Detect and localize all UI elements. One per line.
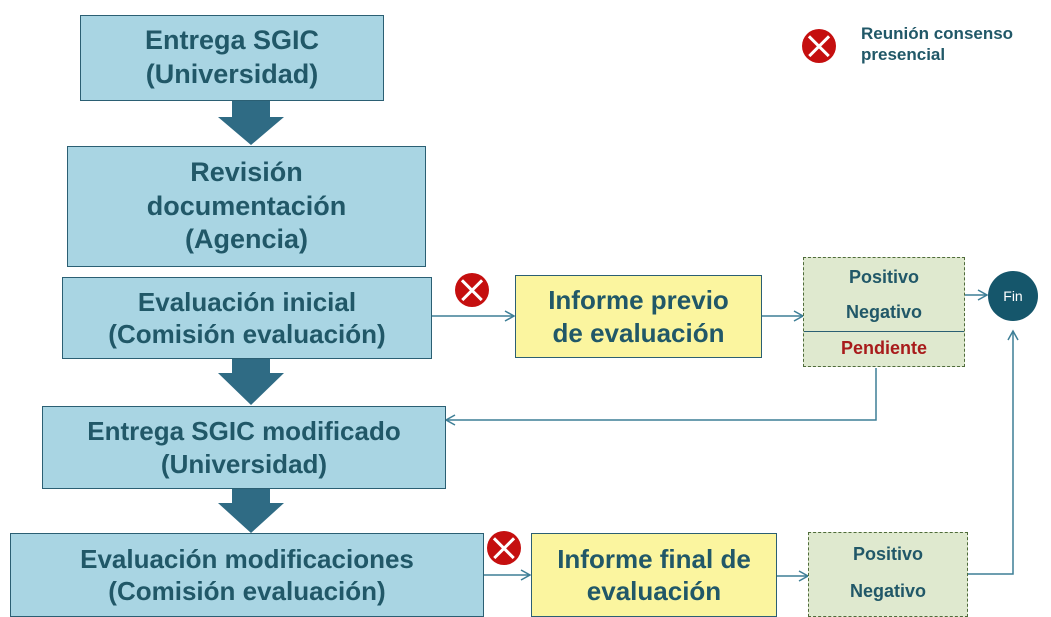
report-final-line-2: evaluación bbox=[586, 576, 722, 606]
down-arrow-2 bbox=[218, 358, 284, 405]
consensus-meeting-icon bbox=[802, 29, 836, 63]
step-entrega-line-1: Entrega SGIC bbox=[144, 25, 320, 56]
step-entrega-sgic: Entrega SGIC (Universidad) bbox=[80, 15, 384, 101]
arrow-pendiente-loop bbox=[444, 368, 877, 426]
step-revision-line-2: documentación bbox=[146, 190, 347, 221]
report-previo-line-2: de evaluación bbox=[552, 317, 725, 348]
outcome-pendiente: Pendiente bbox=[840, 338, 928, 358]
consensus-marker-icon bbox=[455, 273, 489, 307]
step-evaluacion-modificaciones: Evaluación modificaciones (Comisión eval… bbox=[10, 533, 484, 617]
outcome-box-previo: Positivo Negativo Pendiente bbox=[803, 257, 965, 367]
report-informe-final: Informe final de evaluación bbox=[531, 533, 777, 617]
legend-line-2: presencial bbox=[861, 45, 946, 65]
step-entrega-line-2: (Universidad) bbox=[145, 59, 319, 89]
step-modificado-line-1: Entrega SGIC modificado bbox=[87, 416, 401, 446]
consensus-marker-icon bbox=[487, 531, 521, 565]
end-label: Fin bbox=[1003, 288, 1023, 304]
step-modificaciones-line-1: Evaluación modificaciones bbox=[80, 543, 414, 574]
step-inicial-line-2: (Comisión evaluación) bbox=[108, 319, 386, 349]
step-revision-line-3: (Agencia) bbox=[184, 224, 309, 255]
outcome-negativo: Negativo bbox=[849, 581, 927, 601]
report-final-line-1: Informe final de bbox=[557, 543, 751, 574]
arrow-outcome2-to-fin bbox=[966, 329, 1019, 575]
step-inicial-line-1: Evaluación inicial bbox=[137, 286, 357, 317]
step-revision-documentacion: Revisión documentación (Agencia) bbox=[67, 146, 426, 267]
outcome-positivo: Positivo bbox=[848, 267, 919, 287]
end-node: Fin bbox=[988, 271, 1038, 321]
report-informe-previo: Informe previo de evaluación bbox=[515, 275, 762, 358]
step-modificado-line-2: (Universidad) bbox=[160, 448, 328, 479]
down-arrow-3 bbox=[218, 488, 284, 533]
step-evaluacion-inicial: Evaluación inicial (Comisión evaluación) bbox=[62, 277, 432, 359]
step-modificaciones-line-2: (Comisión evaluación) bbox=[108, 576, 386, 606]
legend-label: Reunión consenso presencial bbox=[861, 23, 1013, 66]
outcome-negativo: Negativo bbox=[845, 302, 923, 322]
legend-line-1: Reunión consenso bbox=[861, 24, 1014, 43]
outcome-positivo: Positivo bbox=[852, 544, 923, 564]
outcome-divider bbox=[804, 331, 964, 332]
step-entrega-sgic-modificado: Entrega SGIC modificado (Universidad) bbox=[42, 406, 446, 489]
outcome-box-final: Positivo Negativo bbox=[808, 532, 968, 617]
down-arrow-1 bbox=[218, 100, 284, 145]
report-previo-line-1: Informe previo bbox=[548, 285, 729, 315]
step-revision-line-1: Revisión bbox=[190, 156, 303, 187]
